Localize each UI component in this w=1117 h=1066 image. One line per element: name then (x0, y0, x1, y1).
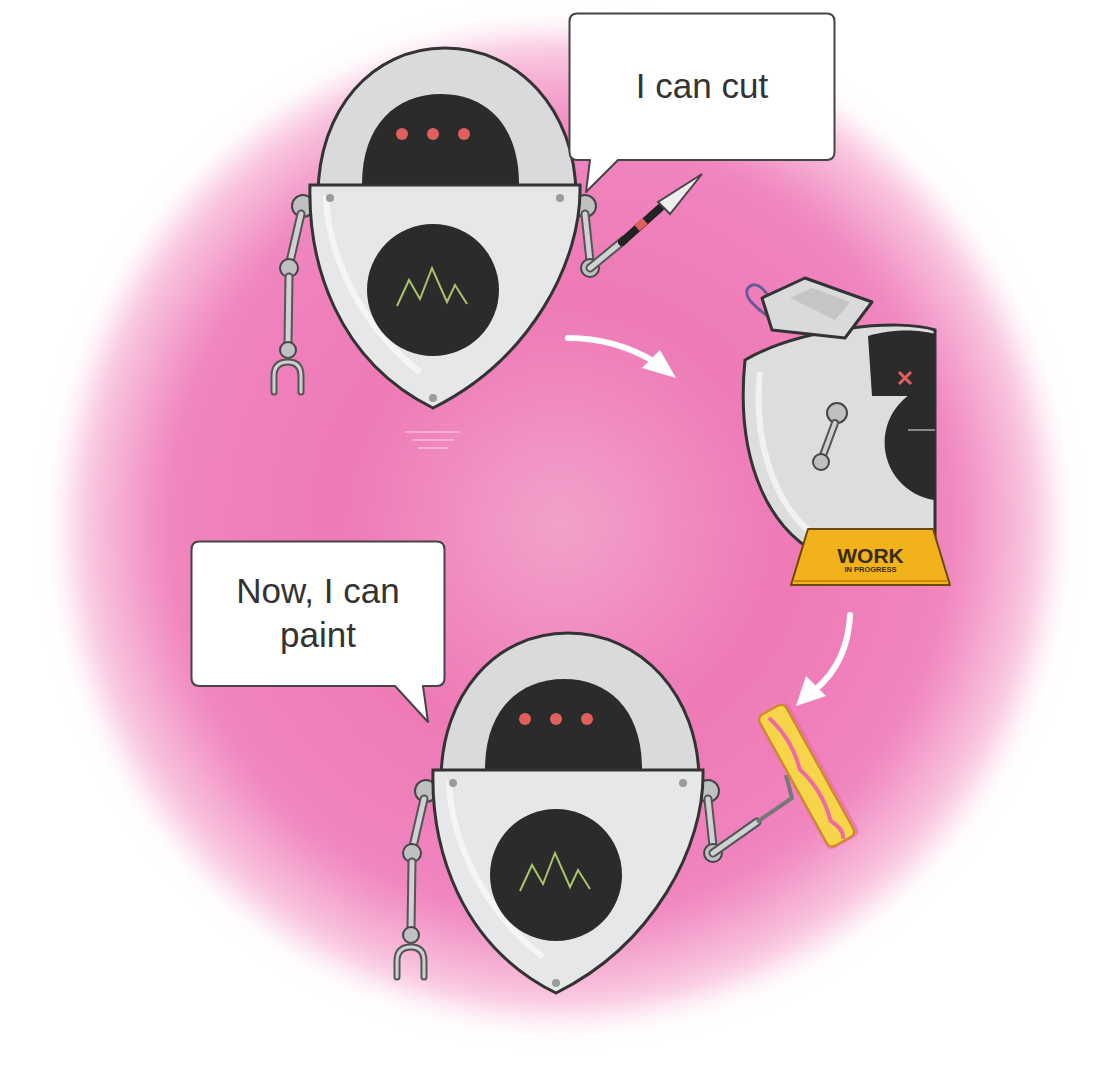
bubble-shape (570, 14, 835, 193)
speech-bubble: I can cut (568, 12, 836, 197)
paint-roller-tool (713, 701, 861, 853)
bubble-shape (192, 542, 445, 723)
sign-text: IN PROGRESS (844, 566, 896, 574)
sign-text: WORK (837, 545, 904, 566)
text-area: Now, I can paint (190, 540, 446, 686)
speech-bubble: Now, I can paint (190, 540, 448, 725)
speech-text: I can cut (636, 64, 768, 108)
robot-painting (397, 633, 722, 993)
knife-tool (590, 174, 702, 268)
warning-sign: WORKIN PROGRESS (788, 527, 953, 587)
sign-edge (794, 580, 947, 582)
sign-shape (791, 529, 950, 585)
flow-arrows (568, 338, 850, 706)
robot-cutting (274, 48, 599, 408)
speech-text: Now, I can paint (204, 569, 432, 657)
text-area: I can cut (568, 12, 836, 160)
robot-under-repair (743, 278, 935, 562)
watercolor-background (68, 33, 1052, 1017)
text-area: WORKIN PROGRESS (788, 527, 953, 587)
